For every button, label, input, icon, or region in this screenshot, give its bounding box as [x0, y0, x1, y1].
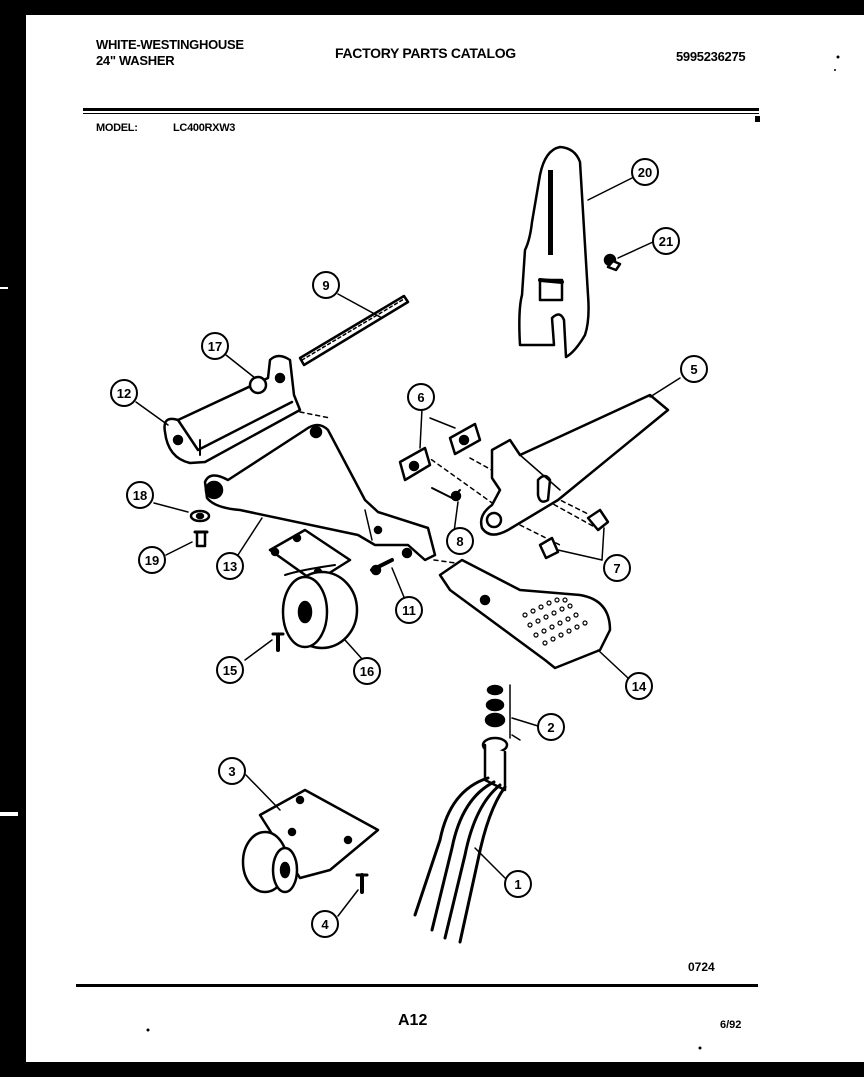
- screw-part: [538, 508, 610, 560]
- pedal-arm-part: [203, 423, 437, 562]
- drawing-code: 0724: [688, 960, 715, 974]
- rule-end: [755, 116, 760, 122]
- left-edge-mark: [0, 287, 8, 289]
- header-rule: [83, 108, 759, 111]
- catalog-sheet: [26, 15, 864, 1062]
- callout-number: 11: [402, 603, 416, 618]
- callout-number: 13: [223, 559, 237, 574]
- clip-part: [398, 422, 482, 482]
- callout-number: 17: [208, 339, 222, 354]
- screw-part: [370, 558, 394, 576]
- screw-part: [355, 873, 369, 894]
- caster-plate-part: [241, 788, 380, 894]
- rod-part: [298, 294, 410, 367]
- callout-number: 9: [322, 278, 329, 293]
- caster-part: [268, 528, 359, 650]
- catalog-title: FACTORY PARTS CATALOG: [335, 45, 516, 61]
- grommet-part: [484, 684, 521, 741]
- callout-number: 20: [638, 165, 652, 180]
- screw-part: [193, 530, 209, 548]
- model-label: MODEL:: [96, 122, 138, 134]
- lever-part: [479, 393, 670, 536]
- hinge-bracket-part: [163, 354, 302, 465]
- model-number: LC400RXW3: [173, 122, 236, 134]
- header-rule-thin: [83, 113, 759, 114]
- callout-number: 5: [690, 362, 697, 377]
- screw-part: [603, 253, 622, 272]
- pedal-part: [438, 558, 612, 670]
- callout-number: 1: [514, 877, 521, 892]
- product-name: 24" WASHER: [96, 53, 175, 68]
- callout-number: 19: [145, 553, 159, 568]
- callout-number: 14: [632, 679, 647, 694]
- spring-part: [431, 487, 462, 502]
- brand-name: WHITE-WESTINGHOUSE: [96, 37, 244, 52]
- footer-rule: [76, 984, 758, 987]
- page-code: A12: [398, 1012, 427, 1029]
- left-edge-mark: [0, 812, 18, 816]
- callout-number: 16: [360, 664, 374, 679]
- hose-part: [413, 736, 509, 944]
- callout-number: 12: [117, 386, 131, 401]
- callout-number: 8: [456, 534, 463, 549]
- callout-number: 15: [223, 663, 237, 678]
- callout-number: 7: [613, 561, 620, 576]
- callout-number: 18: [133, 488, 147, 503]
- bracket-plate-part: [518, 145, 590, 359]
- callout-number: 6: [417, 390, 424, 405]
- callout-number: 21: [659, 234, 673, 249]
- washer-part: [189, 509, 211, 523]
- catalog-number: 5995236275: [676, 49, 746, 64]
- revision-date: 6/92: [720, 1019, 741, 1031]
- callout-number: 3: [228, 764, 235, 779]
- callout-number: 4: [321, 917, 329, 932]
- screw-part: [271, 632, 285, 652]
- callout-number: 2: [547, 720, 554, 735]
